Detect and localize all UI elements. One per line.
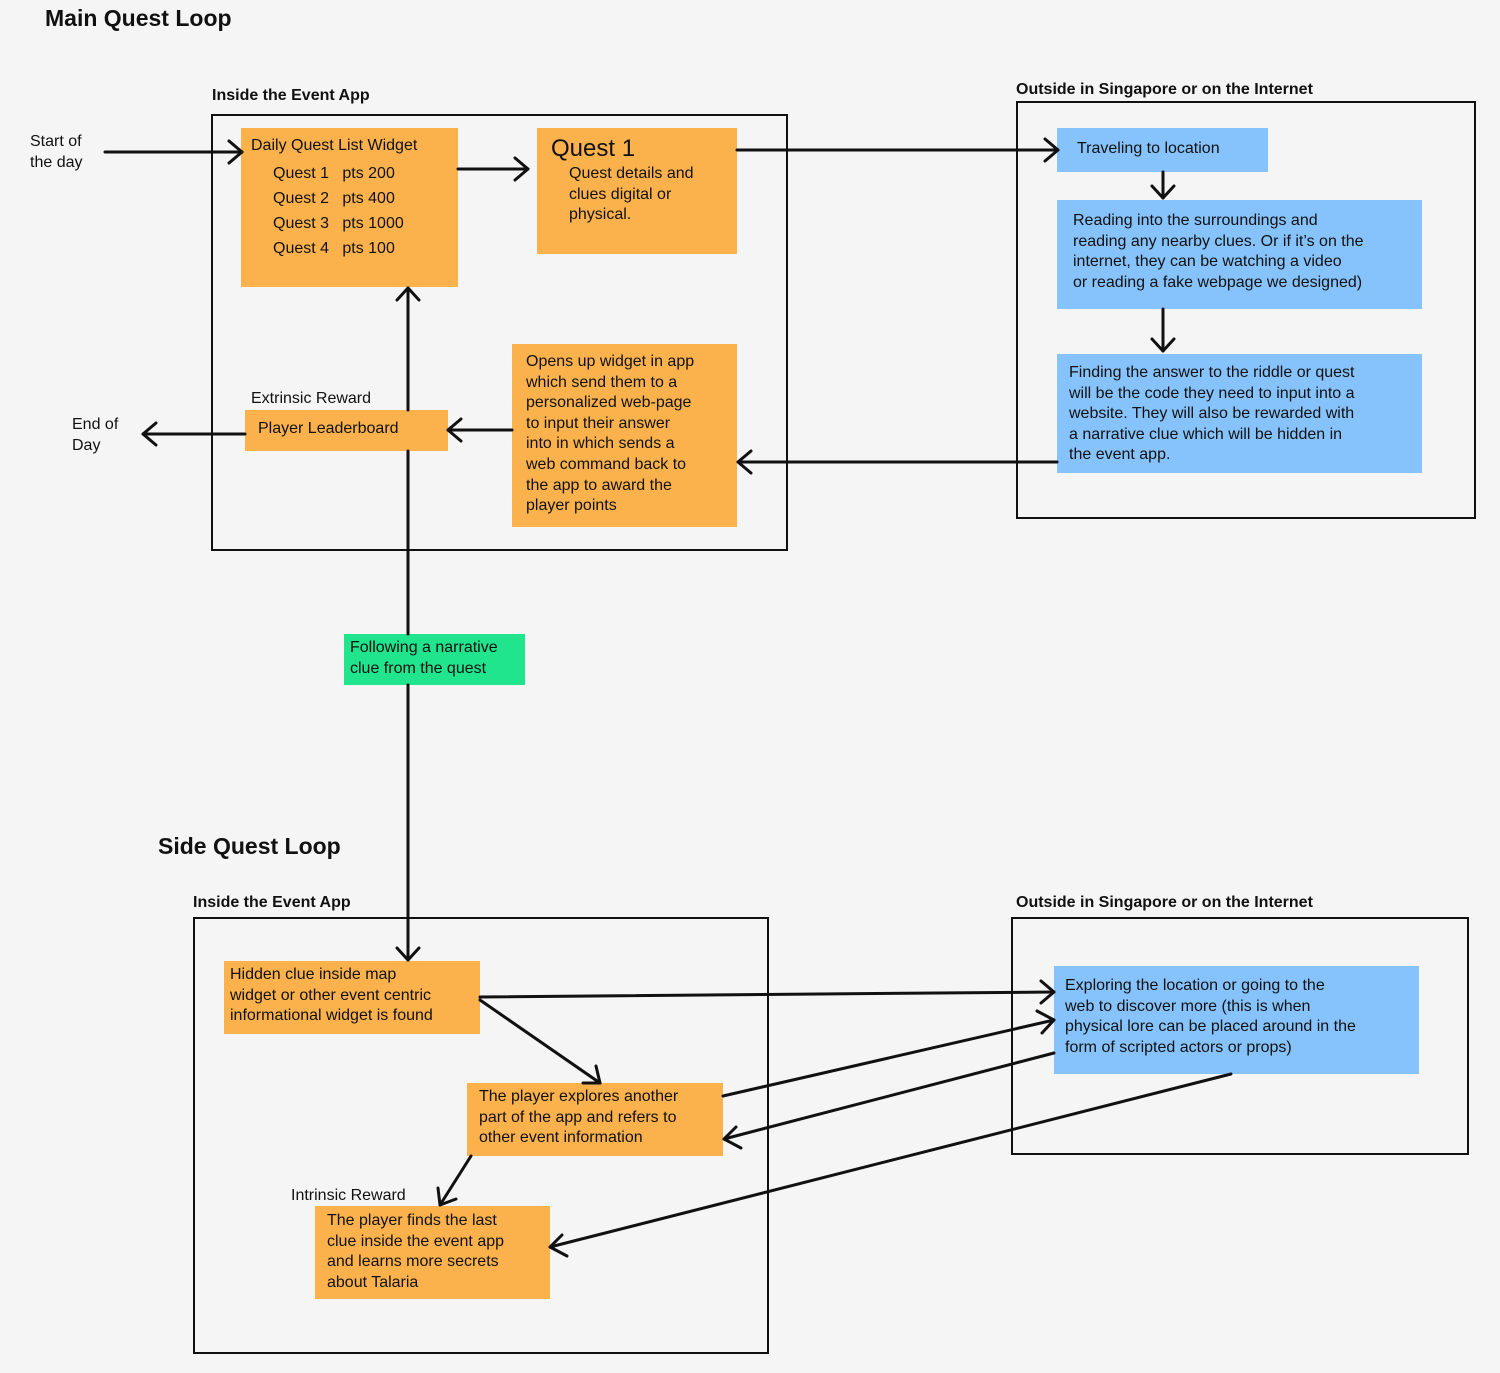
extrinsic-reward-label: Extrinsic Reward <box>251 390 372 407</box>
side-inside-label: Inside the Event App <box>193 894 351 911</box>
side-outside-label: Outside in Singapore or on the Internet <box>1016 894 1313 911</box>
traveling-note: Traveling to location <box>1057 128 1268 172</box>
intrinsic-reward-label: Intrinsic Reward <box>291 1187 406 1204</box>
main-outside-frame <box>1016 101 1476 519</box>
side-loop-title: Side Quest Loop <box>158 833 341 859</box>
reading-note: Reading into the surroundings and readin… <box>1057 200 1422 309</box>
arrow-traveling-to-reading <box>1150 170 1176 200</box>
finds-last-clue-note: The player finds the last clue inside th… <box>315 1206 550 1299</box>
player-explores-note: The player explores another part of the … <box>467 1083 723 1156</box>
finding-answer-note: Finding the answer to the riddle or ques… <box>1057 354 1422 473</box>
main-inside-frame <box>211 114 788 551</box>
player-leaderboard: Player Leaderboard <box>245 410 448 451</box>
arrow-start-to-daily-list <box>103 139 244 165</box>
start-of-day-label: Start of the day <box>30 133 83 171</box>
arrow-explores-to-exploring <box>721 1009 1056 1098</box>
side-outside-frame <box>1011 917 1469 1155</box>
main-inside-label: Inside the Event App <box>212 87 370 104</box>
main-outside-label: Outside in Singapore or on the Internet <box>1016 81 1313 98</box>
opens-widget-note: Opens up widget in app which send them t… <box>512 344 737 527</box>
exploring-location-note: Exploring the location or going to the w… <box>1054 966 1419 1074</box>
arrow-daily-list-to-quest1 <box>456 156 530 182</box>
arrow-exploring-to-explores <box>722 1051 1056 1150</box>
arrow-widget-to-leaderboard <box>446 417 514 443</box>
arrow-quest1-to-traveling <box>735 137 1060 163</box>
arrow-narrative-to-hidden-clue <box>395 683 421 962</box>
arrow-exploring-to-finds-last <box>548 1072 1233 1258</box>
quest-1-card: Quest 1 Quest details and clues digital … <box>537 128 737 254</box>
arrow-leaderboard-to-end <box>141 421 247 447</box>
arrow-reading-to-finding <box>1150 307 1176 353</box>
quest-1-title: Quest 1 <box>551 135 636 162</box>
quest-list-item: Quest 3 pts 1000 <box>273 214 404 232</box>
arrow-hidden-clue-to-explores <box>478 998 602 1085</box>
arrow-explores-to-finds-last <box>436 1154 473 1207</box>
arrow-finding-to-widget <box>736 449 1059 475</box>
end-of-day-label: End of Day <box>72 416 119 454</box>
daily-quest-list-widget: Daily Quest List Widget Quest 1 pts 200 … <box>241 128 458 287</box>
arrow-hidden-clue-to-exploring <box>478 979 1056 1005</box>
quest-list-item: Quest 4 pts 100 <box>273 239 395 257</box>
main-loop-title: Main Quest Loop <box>45 5 232 31</box>
daily-quest-list-title: Daily Quest List Widget <box>251 137 418 154</box>
quest-1-body: Quest details and clues digital or physi… <box>569 165 694 224</box>
narrative-clue-note: Following a narrative clue from the ques… <box>344 634 525 685</box>
arrow-leaderboard-to-daily-list <box>395 286 421 412</box>
quest-list-item: Quest 1 pts 200 <box>273 164 395 182</box>
side-inside-frame <box>193 917 769 1354</box>
hidden-clue-note: Hidden clue inside map widget or other e… <box>224 961 480 1034</box>
quest-list-item: Quest 2 pts 400 <box>273 189 395 207</box>
